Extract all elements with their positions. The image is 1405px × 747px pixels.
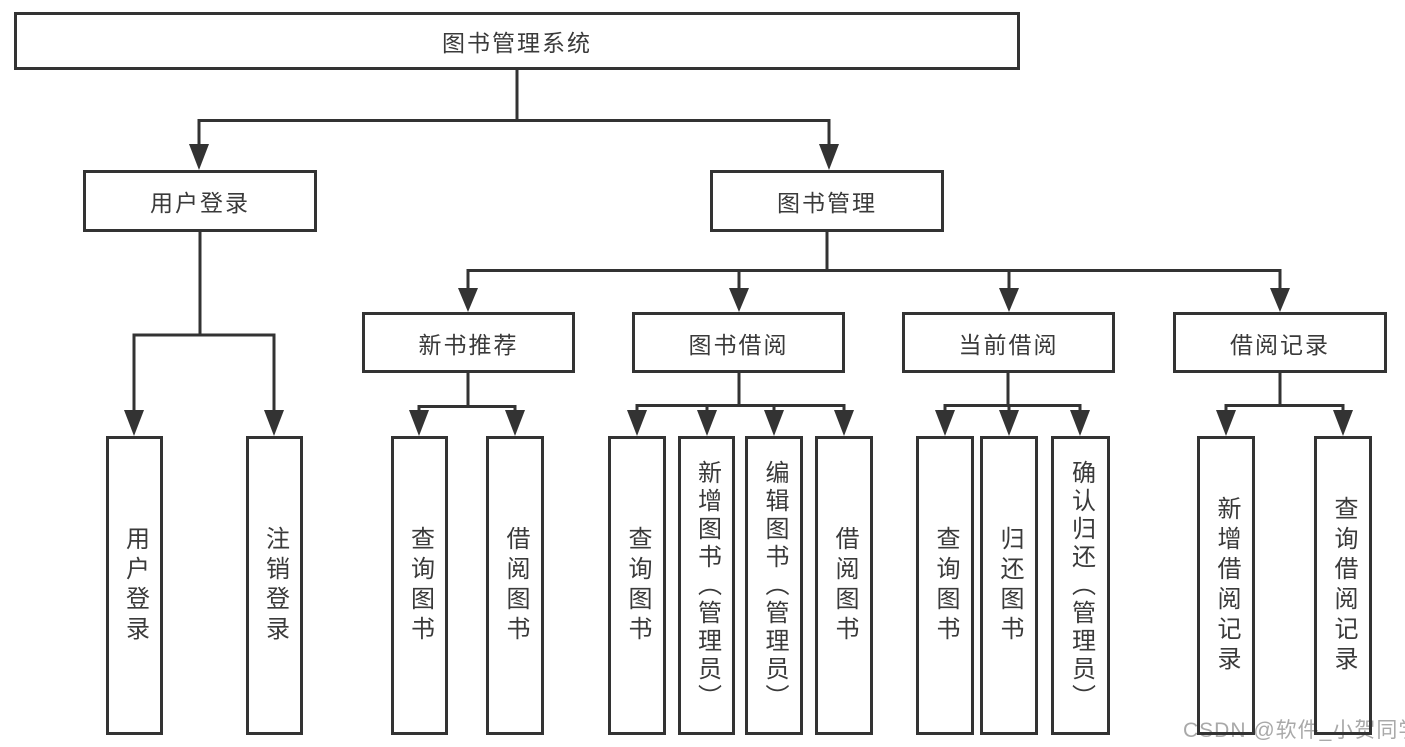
- node-root-library-system: 图书管理系统: [14, 12, 1020, 70]
- node-user-login: 用户登录: [83, 170, 317, 232]
- leaf-add-borrow-record: 新增借阅记录: [1197, 436, 1255, 735]
- leaf-edit-books-admin-label: 编辑图书（管理员）: [761, 459, 788, 712]
- leaf-confirm-return-admin-label: 确认归还（管理员）: [1067, 459, 1095, 712]
- node-book-management: 图书管理: [710, 170, 944, 232]
- arrow-book-mgmt: [819, 144, 839, 170]
- arrow-leaf-d2: [999, 410, 1019, 436]
- leaf-query-books-borrow: 查询图书: [608, 436, 666, 735]
- arrow-leaf-c3: [764, 410, 784, 436]
- leaf-query-borrow-record-label: 查询借阅记录: [1330, 495, 1357, 676]
- leaf-return-books-label: 归还图书: [996, 525, 1023, 646]
- node-book-management-label: 图书管理: [777, 190, 877, 216]
- node-current-borrowing: 当前借阅: [902, 312, 1115, 373]
- node-root-label: 图书管理系统: [442, 30, 592, 56]
- node-user-login-label: 用户登录: [150, 190, 250, 216]
- arrow-l3-1: [458, 288, 478, 312]
- leaf-add-books-admin: 新增图书（管理员）: [678, 436, 735, 735]
- arrow-leaf-b1: [409, 410, 429, 436]
- arrow-leaf-e2: [1333, 410, 1353, 436]
- node-book-borrowing-label: 图书借阅: [688, 331, 789, 358]
- leaf-add-books-admin-label: 新增图书（管理员）: [693, 459, 721, 712]
- leaf-confirm-return-admin: 确认归还（管理员）: [1051, 436, 1110, 735]
- leaf-query-books-recommend-label: 查询图书: [406, 525, 434, 646]
- arrow-user-login: [189, 144, 209, 170]
- leaf-add-borrow-record-label: 新增借阅记录: [1213, 495, 1240, 676]
- node-current-borrowing-label: 当前借阅: [958, 331, 1059, 358]
- arrow-leaf-d1: [935, 410, 955, 436]
- arrow-leaf-a2: [264, 410, 284, 436]
- leaf-borrow-books-recommend: 借阅图书: [486, 436, 544, 735]
- arrow-leaf-c2: [697, 410, 717, 436]
- leaf-borrow-books-recommend-label: 借阅图书: [502, 525, 529, 646]
- leaf-user-login: 用户登录: [106, 436, 163, 735]
- leaf-user-login-label: 用户登录: [121, 525, 149, 646]
- leaf-query-books-borrow-label: 查询图书: [624, 525, 651, 646]
- leaf-logout: 注销登录: [246, 436, 303, 735]
- leaf-return-books: 归还图书: [980, 436, 1038, 735]
- leaf-borrow-books-label: 借阅图书: [831, 525, 858, 646]
- node-book-borrowing: 图书借阅: [632, 312, 845, 373]
- leaf-edit-books-admin: 编辑图书（管理员）: [745, 436, 803, 735]
- leaf-query-books-recommend: 查询图书: [391, 436, 448, 735]
- arrow-leaf-c1: [627, 410, 647, 436]
- csdn-watermark: CSDN @软件_小贺同学: [1183, 719, 1405, 742]
- arrow-leaf-e1: [1216, 410, 1236, 436]
- arrow-l3-3: [999, 288, 1019, 312]
- leaf-logout-label: 注销登录: [261, 525, 289, 646]
- arrow-leaf-a1: [124, 410, 144, 436]
- leaf-query-books-current: 查询图书: [916, 436, 974, 735]
- node-new-book-recommend: 新书推荐: [362, 312, 575, 373]
- node-new-book-recommend-label: 新书推荐: [418, 331, 519, 358]
- arrow-l3-2: [729, 288, 749, 312]
- leaf-borrow-books: 借阅图书: [815, 436, 873, 735]
- leaf-query-books-current-label: 查询图书: [932, 525, 959, 646]
- leaf-query-borrow-record: 查询借阅记录: [1314, 436, 1372, 735]
- arrowheads: [124, 144, 1353, 436]
- arrow-leaf-c4: [834, 410, 854, 436]
- node-borrowing-records-label: 借阅记录: [1230, 331, 1330, 358]
- arrow-l3-4: [1270, 288, 1290, 312]
- arrow-leaf-d3: [1070, 410, 1090, 436]
- node-borrowing-records: 借阅记录: [1173, 312, 1387, 373]
- arrow-leaf-b2: [505, 410, 525, 436]
